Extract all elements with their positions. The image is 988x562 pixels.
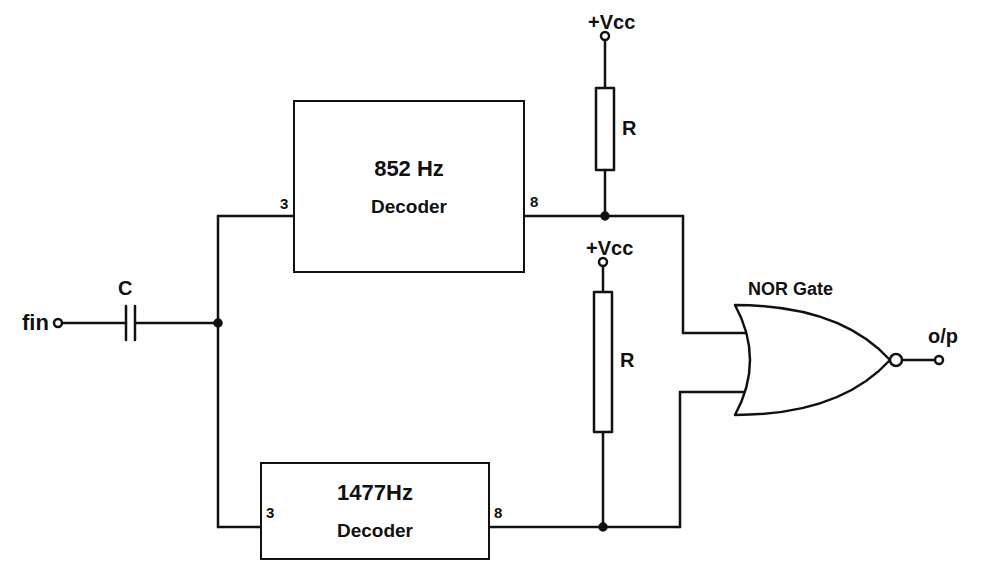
resistor-label: R — [622, 118, 636, 138]
wire — [604, 40, 607, 88]
nor-gate-symbol — [735, 305, 890, 415]
pin-number: 8 — [494, 505, 502, 520]
wire — [62, 322, 126, 325]
frequency-label: 852 Hz — [374, 156, 444, 182]
wire — [602, 266, 605, 292]
wire — [679, 392, 682, 527]
resistor-symbol — [594, 292, 612, 432]
decoder-box: 1477HzDecoder — [260, 462, 490, 560]
input-label: fin — [22, 312, 49, 334]
wire — [680, 391, 748, 394]
inversion-bubble — [890, 354, 902, 366]
junction-dot — [602, 213, 609, 220]
wire — [683, 332, 748, 335]
wire — [602, 432, 605, 527]
resistor-label: R — [620, 350, 634, 370]
pin-number: 3 — [280, 196, 288, 211]
junction-dot — [600, 524, 607, 531]
output-terminal — [935, 356, 943, 364]
block-name: Decoder — [337, 520, 413, 542]
resistor-symbol — [596, 88, 614, 170]
capacitor-label: C — [118, 278, 132, 298]
wire — [217, 216, 220, 527]
decoder-box: 852 Hz Decoder — [293, 100, 525, 273]
wire — [218, 526, 260, 529]
pin-number: 8 — [530, 194, 538, 209]
block-name: Decoder — [371, 196, 447, 218]
wire — [135, 322, 218, 325]
supply-label: +Vcc — [588, 12, 635, 32]
wire — [490, 526, 680, 529]
capacitor-plate — [125, 306, 128, 340]
supply-label: +Vcc — [586, 238, 633, 258]
junction-dot — [215, 320, 222, 327]
frequency-label: 1477Hz — [337, 480, 413, 506]
wire — [218, 215, 293, 218]
gate-label: NOR Gate — [748, 280, 833, 298]
output-label: o/p — [928, 326, 958, 346]
wire — [682, 216, 685, 333]
wire — [604, 170, 607, 216]
pin-number: 3 — [266, 505, 274, 520]
wire — [902, 359, 935, 362]
